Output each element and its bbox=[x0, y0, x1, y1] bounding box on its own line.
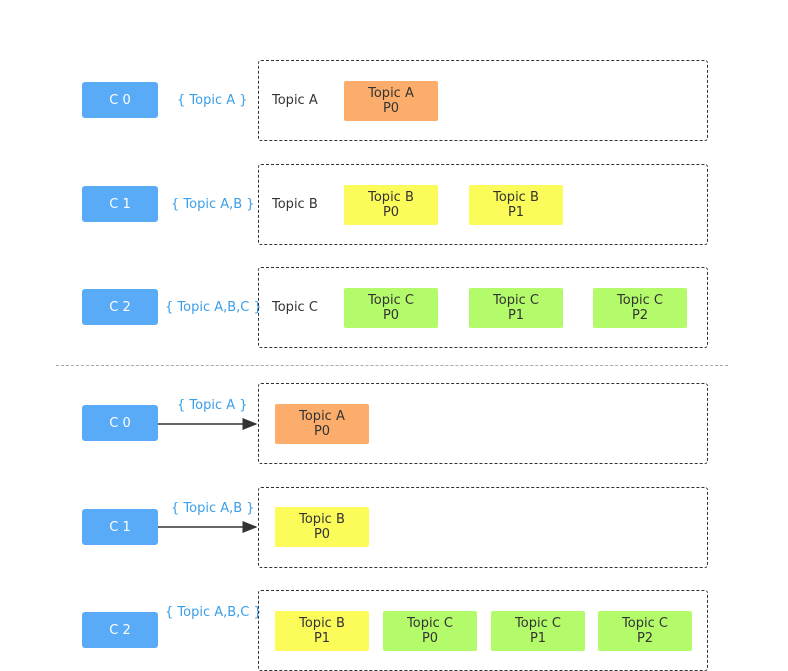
consumer-c1-top: C 1 bbox=[82, 186, 158, 222]
partition-topic-b-p1-top: Topic B P1 bbox=[469, 185, 563, 225]
partition-topic-c-p1-bottom: Topic C P1 bbox=[491, 611, 585, 651]
partition-topic-name: Topic A bbox=[368, 86, 414, 101]
partition-topic-name: Topic B bbox=[493, 190, 539, 205]
partition-id: P1 bbox=[529, 631, 547, 646]
partition-topic-c-p0-top: Topic C P0 bbox=[344, 288, 438, 328]
partition-topic-a-p0-bottom: Topic A P0 bbox=[275, 404, 369, 444]
partition-topic-c-p2-bottom: Topic C P2 bbox=[598, 611, 692, 651]
partition-topic-name: Topic C bbox=[515, 616, 561, 631]
partition-topic-b-p0-top: Topic B P0 bbox=[344, 185, 438, 225]
subscription-label-c0-top: { Topic A } bbox=[177, 93, 248, 108]
partition-id: P0 bbox=[313, 424, 331, 439]
partition-id: P1 bbox=[507, 205, 525, 220]
partition-id: P0 bbox=[382, 101, 400, 116]
partition-topic-c-p0-bottom: Topic C P0 bbox=[383, 611, 477, 651]
partition-topic-name: Topic C bbox=[617, 293, 663, 308]
consumer-c2-bottom: C 2 bbox=[82, 612, 158, 648]
topic-c-box-top bbox=[258, 267, 708, 348]
partition-topic-b-p1-bottom: Topic B P1 bbox=[275, 611, 369, 651]
topic-c-label: Topic C bbox=[272, 300, 318, 315]
partition-id: P2 bbox=[631, 308, 649, 323]
partition-id: P2 bbox=[636, 631, 654, 646]
partition-id: P0 bbox=[313, 527, 331, 542]
partition-topic-c-p1-top: Topic C P1 bbox=[469, 288, 563, 328]
section-divider bbox=[56, 365, 728, 366]
partition-topic-c-p2-top: Topic C P2 bbox=[593, 288, 687, 328]
partition-id: P1 bbox=[507, 308, 525, 323]
topic-a-box-top bbox=[258, 60, 708, 141]
consumer-c0-top: C 0 bbox=[82, 82, 158, 118]
partition-topic-name: Topic B bbox=[299, 616, 345, 631]
topic-b-label: Topic B bbox=[272, 197, 318, 212]
c0-assignment-box bbox=[258, 383, 708, 464]
topic-a-label: Topic A bbox=[272, 93, 318, 108]
subscription-label-c0-bottom: { Topic A } bbox=[177, 398, 248, 413]
subscription-label-c2-bottom: { Topic A,B,C } bbox=[165, 605, 262, 620]
partition-topic-b-p0-bottom: Topic B P0 bbox=[275, 507, 369, 547]
partition-topic-a-p0-top: Topic A P0 bbox=[344, 81, 438, 121]
topic-b-box-top bbox=[258, 164, 708, 245]
consumer-c2-top: C 2 bbox=[82, 289, 158, 325]
partition-id: P1 bbox=[313, 631, 331, 646]
partition-topic-name: Topic B bbox=[368, 190, 414, 205]
partition-topic-name: Topic C bbox=[622, 616, 668, 631]
consumer-c0-bottom: C 0 bbox=[82, 405, 158, 441]
partition-id: P0 bbox=[421, 631, 439, 646]
subscription-label-c1-bottom: { Topic A,B } bbox=[171, 501, 255, 516]
partition-id: P0 bbox=[382, 205, 400, 220]
partition-topic-name: Topic C bbox=[407, 616, 453, 631]
partition-id: P0 bbox=[382, 308, 400, 323]
subscription-label-c2-top: { Topic A,B,C } bbox=[165, 300, 262, 315]
c1-assignment-box bbox=[258, 487, 708, 568]
partition-topic-name: Topic B bbox=[299, 512, 345, 527]
consumer-c1-bottom: C 1 bbox=[82, 509, 158, 545]
partition-topic-name: Topic C bbox=[493, 293, 539, 308]
partition-topic-name: Topic C bbox=[368, 293, 414, 308]
partition-topic-name: Topic A bbox=[299, 409, 345, 424]
subscription-label-c1-top: { Topic A,B } bbox=[171, 197, 255, 212]
